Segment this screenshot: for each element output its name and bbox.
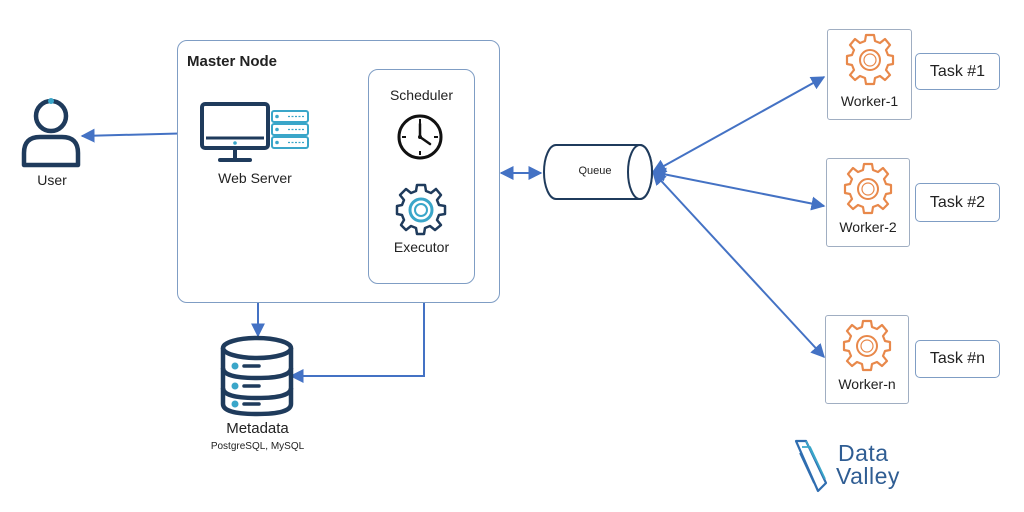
- gear-icon: [395, 183, 447, 236]
- worker-1-box: [827, 29, 912, 120]
- database-icon: [220, 335, 294, 417]
- worker-2-box: [826, 158, 910, 247]
- executor-label: Executor: [393, 239, 450, 255]
- metadata-sublabel: PostgreSQL, MySQL: [210, 441, 305, 452]
- queue-label: Queue: [578, 165, 612, 177]
- worker-2-label: Worker-2: [839, 219, 897, 235]
- metadata-label: Metadata: [226, 420, 289, 437]
- scheduler-label: Scheduler: [389, 87, 454, 103]
- task-2-label: Task #2: [929, 193, 986, 211]
- arrow-executor-metadata: [289, 284, 431, 383]
- task-1-label: Task #1: [929, 62, 986, 80]
- task-n-box: Task #n: [915, 340, 1000, 378]
- task-1-box: Task #1: [915, 53, 1000, 90]
- datavalley-logo-icon: [794, 439, 828, 493]
- user-label: User: [37, 172, 67, 188]
- task-2-box: Task #2: [915, 183, 1000, 222]
- arrow-queue-worker-n: [652, 170, 825, 359]
- worker-1-label: Worker-1: [840, 93, 899, 109]
- clock-icon: [397, 114, 443, 160]
- gear-icon: [842, 319, 892, 372]
- master-node-title: Master Node: [187, 53, 278, 70]
- task-n-label: Task #n: [929, 350, 986, 367]
- monitor-server-icon: [200, 102, 309, 162]
- gear-icon: [843, 162, 893, 215]
- logo-line1: Data: [838, 440, 889, 466]
- worker-n-label: Worker-n: [838, 376, 896, 392]
- arrow-queue-worker-1: [651, 76, 826, 173]
- web-server-label: Web Server: [218, 170, 292, 186]
- user-icon: [21, 98, 81, 168]
- logo-line2: Valley: [836, 463, 900, 489]
- cylinder-icon: [543, 144, 653, 200]
- worker-n-box: [825, 315, 909, 404]
- gear-icon: [845, 33, 895, 86]
- scheduler-executor-container: [368, 69, 475, 284]
